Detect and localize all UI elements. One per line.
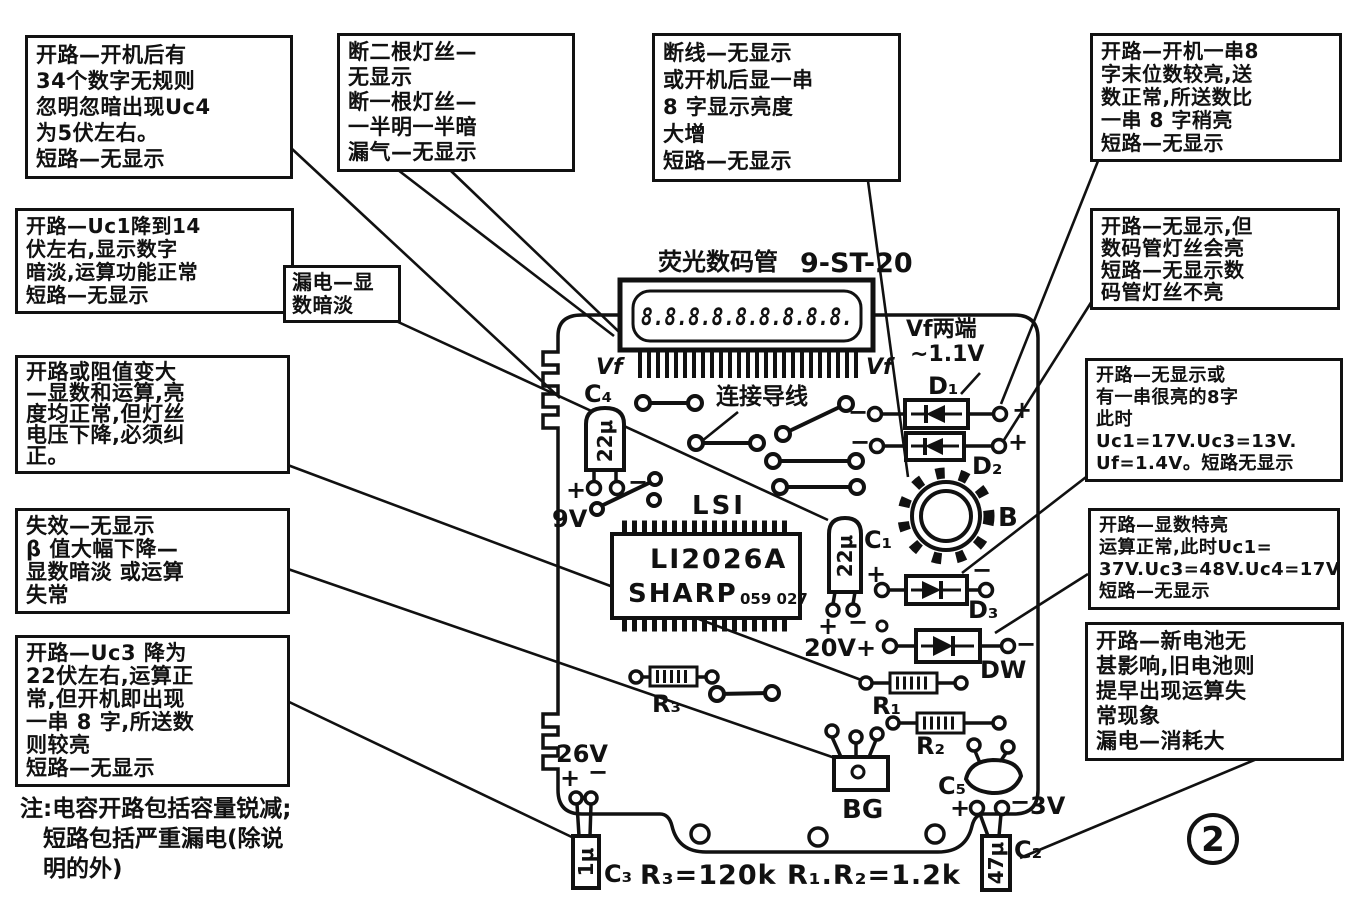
vf-ends-value: ~1.1V bbox=[910, 342, 984, 367]
d3-plus-sign: + bbox=[866, 560, 886, 588]
resistor-r3: R₃ bbox=[628, 665, 720, 718]
figure-number-text: 2 bbox=[1201, 820, 1225, 860]
diode-d1: D₁ − + bbox=[848, 372, 1032, 430]
resistor-r2-label: R₂ bbox=[916, 732, 945, 760]
chip-brand: SHARP bbox=[628, 579, 738, 609]
chip-code: 059 027 bbox=[740, 590, 808, 608]
callout-dw: 开路—显数特亮 运算正常,此时Uc1= 37V.Uc3=48V.Uc4=17V … bbox=[1088, 508, 1340, 610]
callout-c1-leak: 漏电—显 数暗淡 bbox=[283, 265, 401, 323]
board-outline bbox=[541, 313, 1040, 854]
diode-d1-label: D₁ bbox=[928, 372, 958, 400]
display-model: 9-ST-20 bbox=[800, 248, 913, 279]
transistor-bg: BG bbox=[824, 723, 890, 825]
vf-left-label: Vf bbox=[596, 355, 625, 380]
capacitor-c3-label: C₃ bbox=[604, 860, 632, 888]
supply-26v: 26V + − bbox=[556, 740, 608, 837]
capacitor-c4-label: C₄ bbox=[584, 380, 612, 408]
diode-d3-label: D₃ bbox=[968, 596, 998, 624]
d1-minus-sign: − bbox=[848, 398, 868, 426]
display-module: 8.8.8.8.8.8.8.8.8. 荧光数码管 9-ST-20 Vf Vf V… bbox=[596, 248, 984, 380]
26v-minus-sign: − bbox=[588, 758, 608, 786]
diode-d2: D₂ − + bbox=[850, 428, 1028, 480]
callout-wire-b: 断线—无显示 或开机后显一串 8 字显示亮度 大增 短路—无显示 bbox=[652, 33, 901, 182]
callout-r12: 开路或阻值变大 —显数和运算,亮 度均正常,但灯丝 电压下降,必须纠 正。 bbox=[15, 355, 290, 474]
display-digits: 8.8.8.8.8.8.8.8.8. bbox=[641, 303, 853, 331]
callout-c4: 开路—开机后有 34个数字无规则 忽明忽暗出现Uc4 为5伏左右。 短路—无显示 bbox=[25, 35, 293, 179]
callout-c1: 开路—Uc1降到14 伏左右,显示数字 暗淡,运算功能正常 短路—无显示 bbox=[15, 208, 294, 314]
vf-ends-label: Vf两端 bbox=[906, 317, 977, 342]
capacitor-c2: 47μ C₂ bbox=[980, 834, 1042, 892]
capacitor-c4: 22μ C₄ + − 9V bbox=[552, 380, 648, 533]
capacitor-c1-label: C₁ bbox=[864, 526, 892, 554]
d3-minus-sign: − bbox=[972, 556, 992, 584]
capacitor-c2-label: C₂ bbox=[1014, 836, 1042, 864]
transformer-b: B bbox=[897, 467, 1018, 565]
display-title: 荧光数码管 bbox=[658, 248, 778, 276]
capacitor-c4-value: 22μ bbox=[593, 419, 617, 462]
callout-bg: 失效—无显示 β 值大幅下降— 显数暗淡 或运算 失常 bbox=[15, 508, 290, 614]
zener-dw-label: DW bbox=[980, 656, 1026, 684]
lsi-label: LSI bbox=[692, 491, 746, 521]
capacitor-c5: C₅ + − 3V bbox=[938, 737, 1066, 837]
transformer-b-label: B bbox=[998, 503, 1018, 533]
capacitor-c3: 1μ C₃ bbox=[571, 834, 632, 890]
vf-right-label: Vf bbox=[866, 355, 895, 380]
capacitor-c2-value: 47μ bbox=[984, 841, 1008, 884]
callout-d2: 开路—无显示,但 数码管灯丝会亮 短路—无显示数 码管灯丝不亮 bbox=[1090, 208, 1340, 310]
c5-plus-sign: + bbox=[950, 794, 970, 822]
callout-d1: 开路—开机一串8 字末位数较亮,送 数正常,所送数比 一串 8 字稍亮 短路—无… bbox=[1090, 33, 1342, 162]
c1-plus-sign: + bbox=[818, 612, 838, 640]
c5-minus-sign: − bbox=[1010, 788, 1030, 816]
capacitor-c5-label: C₅ bbox=[938, 772, 966, 800]
c4-plus-sign: + bbox=[566, 476, 586, 504]
callout-battery: 开路—新电池无 甚影响,旧电池则 提早出现运算失 常现象 漏电—消耗大 bbox=[1085, 622, 1344, 761]
capacitor-c3-value: 1μ bbox=[574, 847, 598, 876]
figure-number: 2 bbox=[1187, 813, 1239, 865]
resistor-r1: R₁ bbox=[858, 671, 969, 720]
20v-label: 20V bbox=[804, 634, 856, 662]
dw-plus-sign: + bbox=[856, 634, 876, 662]
dw-minus-sign: − bbox=[1016, 630, 1036, 658]
chip-part-number: LI2026A bbox=[650, 544, 787, 575]
callout-d3: 开路—无显示或 有一串很亮的8字 此时Uc1=17V.Uc3=13V. Uf=1… bbox=[1085, 358, 1343, 482]
3v-label: 3V bbox=[1030, 792, 1066, 820]
resistor-r3-label: R₃ bbox=[652, 690, 681, 718]
diode-d3: D₃ + − bbox=[866, 556, 998, 624]
zener-dw: DW + − 20V bbox=[804, 619, 1036, 684]
d2-minus-sign: − bbox=[850, 428, 870, 456]
callout-filament: 断二根灯丝— 无显示 断一根灯丝— 一半明一半暗 漏气—无显示 bbox=[337, 33, 575, 172]
c4-minus-sign: − bbox=[628, 468, 648, 496]
26v-label: 26V bbox=[556, 740, 608, 768]
d1-plus-sign: + bbox=[1012, 396, 1032, 424]
wire-links bbox=[589, 394, 866, 703]
transistor-bg-label: BG bbox=[842, 795, 883, 825]
callout-c3: 开路—Uc3 降为 22伏左右,运算正 常,但开机即出现 一串 8 字,所送数 … bbox=[15, 635, 290, 787]
c1-minus-sign: − bbox=[848, 608, 868, 636]
9v-label: 9V bbox=[552, 505, 588, 533]
capacitor-c1-value: 22μ bbox=[833, 534, 857, 577]
resistor-r1-label: R₁ bbox=[872, 692, 901, 720]
d2-plus-sign: + bbox=[1008, 428, 1028, 456]
diode-d2-label: D₂ bbox=[972, 452, 1002, 480]
resistor-formula: R₃=120k R₁.R₂=1.2k bbox=[640, 860, 961, 891]
footnote: 注:电容开路包括容量锐减; 短路包括严重漏电(除说 明的外) bbox=[20, 796, 292, 882]
wires-label: 连接导线 bbox=[716, 383, 808, 410]
resistor-r2: R₂ bbox=[885, 711, 1007, 760]
26v-plus-sign: + bbox=[560, 764, 580, 792]
ic-chip: LSI LI2026A SHARP 059 027 bbox=[610, 491, 808, 632]
capacitor-c1: 22μ C₁ + − bbox=[818, 515, 892, 640]
